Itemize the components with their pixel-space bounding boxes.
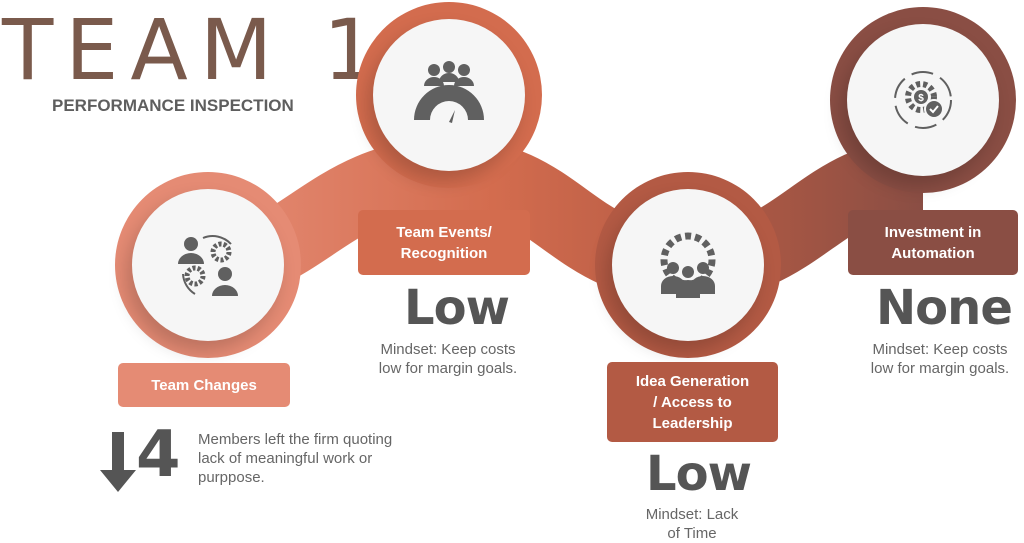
- members-left-count: 4: [136, 418, 181, 492]
- page-subtitle: PERFORMANCE INSPECTION: [52, 96, 294, 115]
- step-2-circle: [373, 19, 525, 171]
- step-4-description-line1: Mindset: Keep costs: [872, 341, 1008, 358]
- step-4-label-line2: Automation: [891, 244, 975, 262]
- step-2-label-line1: Team Events/: [396, 223, 492, 241]
- step-4-value: None: [876, 280, 1013, 336]
- step-3-label-line3: Leadership: [652, 414, 733, 432]
- step-1-label: Team Changes: [118, 363, 290, 407]
- team-gear-icon: [660, 232, 716, 298]
- step-4-label: Investment in Automation: [848, 210, 1018, 275]
- step-4-label-line1: Investment in: [884, 223, 982, 241]
- step-3-label-line2: / Access to: [653, 393, 732, 411]
- step-4-circle: $: [847, 24, 999, 176]
- arrow-down-icon: [100, 432, 136, 492]
- team-rating-gauge-icon: [414, 61, 484, 123]
- svg-text:$: $: [918, 93, 924, 104]
- step-4-description-line2: low for margin goals.: [870, 360, 1010, 377]
- step-2-label: Team Events/ Recognition: [358, 210, 530, 275]
- cost-automation-gear-icon: $: [894, 71, 952, 129]
- step-3-circle: [612, 189, 764, 341]
- step-3-label: Idea Generation / Access to Leadership: [607, 362, 778, 442]
- step-2-value: Low: [404, 280, 510, 336]
- people-exchange-gears-icon: [178, 235, 238, 296]
- step-3-description-line1: Mindset: Lack: [645, 506, 739, 523]
- step-2-description: Mindset: Keep costs low for margin goals…: [358, 340, 538, 378]
- step-4-description: Mindset: Keep costs low for margin goals…: [850, 340, 1024, 378]
- step-3-label-line1: Idea Generation: [635, 372, 750, 390]
- step-3-value: Low: [646, 446, 752, 502]
- step-2-description-line1: Mindset: Keep costs: [380, 341, 516, 358]
- step-3-description: Mindset: Lack of Time: [612, 505, 772, 543]
- step-3-description-line2: of Time: [667, 525, 717, 542]
- page-title: TEAM 1: [2, 1, 389, 99]
- step-1-description: Members left the firm quoting lack of me…: [198, 431, 393, 486]
- step-1-circle: [132, 189, 284, 341]
- step-2-label-line2: Recognition: [400, 244, 488, 262]
- step-2-description-line2: low for margin goals.: [378, 360, 518, 377]
